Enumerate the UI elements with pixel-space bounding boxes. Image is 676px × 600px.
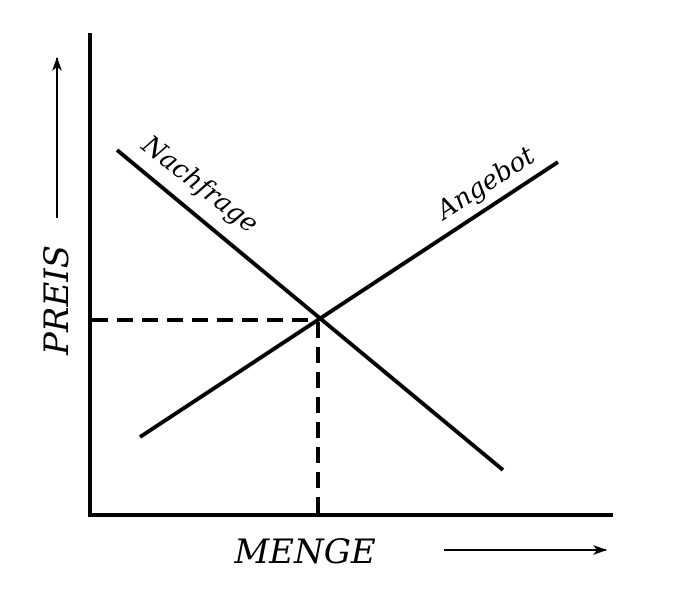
x-axis-label: MENGE — [233, 532, 376, 572]
demand-label: Nachfrage — [135, 129, 264, 239]
y-axis-label: PREIS — [37, 245, 77, 356]
demand-curve — [115, 148, 505, 472]
supply-curve — [138, 160, 560, 439]
